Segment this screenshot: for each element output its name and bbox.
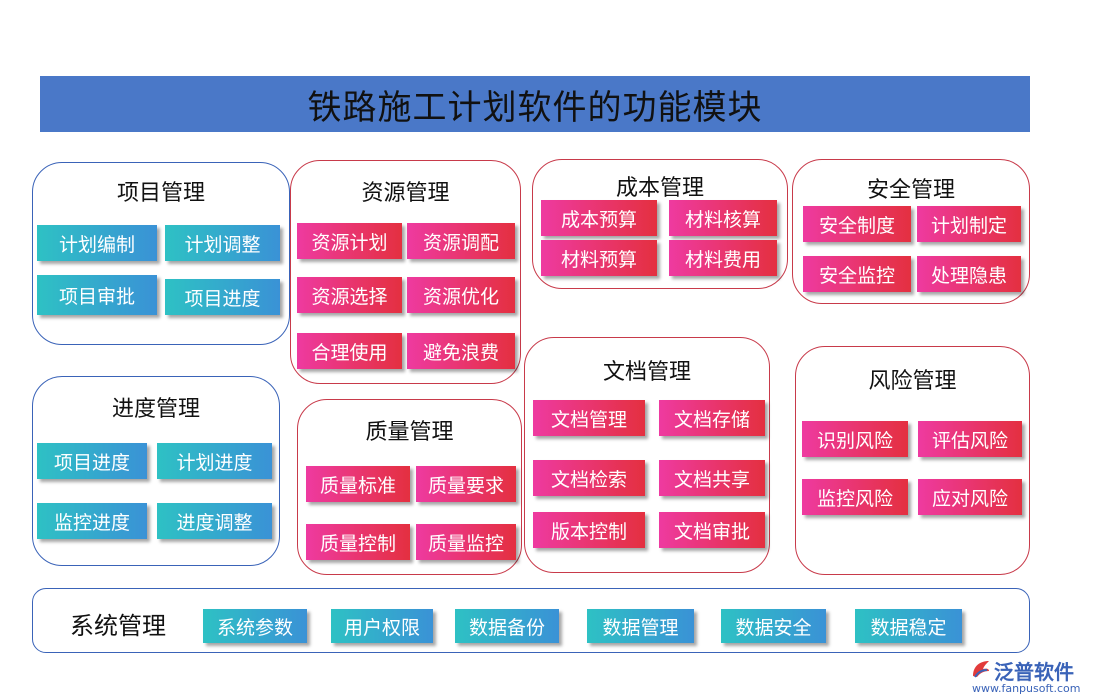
item-respond-risk[interactable]: 应对风险 (918, 479, 1022, 515)
item-identify-risk[interactable]: 识别风险 (802, 421, 908, 457)
item-plan-compile[interactable]: 计划编制 (37, 225, 157, 261)
item-schedule-monitor[interactable]: 监控进度 (37, 503, 147, 539)
item-document-manage[interactable]: 文档管理 (533, 400, 645, 436)
item-quality-standard[interactable]: 质量标准 (306, 466, 410, 502)
group-quality: 质量管理 质量标准 质量要求 质量控制 质量监控 (297, 399, 522, 575)
item-document-store[interactable]: 文档存储 (659, 400, 765, 436)
item-monitor-risk[interactable]: 监控风险 (802, 479, 908, 515)
group-schedule: 进度管理 项目进度 计划进度 监控进度 进度调整 (32, 376, 280, 566)
group-cost-title: 成本管理 (615, 176, 704, 201)
item-project-approve[interactable]: 项目审批 (37, 275, 157, 315)
brand-logo: 泛普软件 www.fanpusoft.com (970, 656, 1095, 696)
group-safety: 安全管理 安全制度 计划制定 安全监控 处理隐患 (792, 159, 1030, 304)
group-project-title: 项目管理 (116, 181, 205, 206)
item-material-accounting[interactable]: 材料核算 (669, 200, 777, 236)
logo-name: 泛普软件 (994, 660, 1074, 684)
item-data-stability[interactable]: 数据稳定 (855, 609, 962, 643)
item-safety-monitor[interactable]: 安全监控 (803, 256, 911, 292)
item-resource-allocate[interactable]: 资源调配 (407, 223, 515, 259)
item-project-progress[interactable]: 项目进度 (165, 279, 280, 315)
item-plan-adjust[interactable]: 计划调整 (165, 225, 280, 261)
item-material-expense[interactable]: 材料费用 (669, 240, 777, 276)
item-schedule-plan-progress[interactable]: 计划进度 (157, 443, 272, 479)
item-assess-risk[interactable]: 评估风险 (918, 421, 1022, 457)
item-document-search[interactable]: 文档检索 (533, 460, 645, 496)
item-system-params[interactable]: 系统参数 (203, 609, 307, 643)
item-material-budget[interactable]: 材料预算 (541, 240, 657, 276)
group-document: 文档管理 文档管理 文档存储 文档检索 文档共享 版本控制 文档审批 (524, 337, 770, 573)
main-title: 铁路施工计划软件的功能模块 (40, 76, 1030, 132)
item-data-manage[interactable]: 数据管理 (587, 609, 694, 643)
item-plan-formulate[interactable]: 计划制定 (917, 206, 1021, 242)
group-risk-title: 风险管理 (868, 369, 957, 394)
group-project: 项目管理 计划编制 计划调整 项目审批 项目进度 (32, 162, 290, 345)
item-quality-monitor[interactable]: 质量监控 (416, 524, 516, 560)
group-resource: 资源管理 资源计划 资源调配 资源选择 资源优化 合理使用 避免浪费 (290, 160, 521, 384)
item-avoid-waste[interactable]: 避免浪费 (407, 333, 515, 369)
group-risk: 风险管理 识别风险 评估风险 监控风险 应对风险 (795, 346, 1030, 575)
item-data-backup[interactable]: 数据备份 (455, 609, 559, 643)
group-quality-title: 质量管理 (365, 420, 454, 445)
item-schedule-project-progress[interactable]: 项目进度 (37, 443, 147, 479)
item-reasonable-use[interactable]: 合理使用 (297, 333, 402, 369)
item-data-security[interactable]: 数据安全 (721, 609, 826, 643)
group-schedule-title: 进度管理 (111, 397, 200, 422)
item-quality-control[interactable]: 质量控制 (306, 524, 410, 560)
item-handle-hazard[interactable]: 处理隐患 (917, 256, 1021, 292)
item-document-approve[interactable]: 文档审批 (659, 512, 765, 548)
group-safety-title: 安全管理 (866, 178, 955, 203)
logo-url: www.fanpusoft.com (972, 682, 1081, 695)
item-resource-optimize[interactable]: 资源优化 (407, 277, 515, 313)
group-cost: 成本管理 成本预算 材料核算 材料预算 材料费用 (532, 159, 788, 289)
logo-mark-icon (973, 661, 989, 678)
item-version-control[interactable]: 版本控制 (533, 512, 645, 548)
item-user-permission[interactable]: 用户权限 (331, 609, 433, 643)
group-document-title: 文档管理 (602, 360, 691, 385)
item-resource-select[interactable]: 资源选择 (297, 277, 402, 313)
group-system-title: 系统管理 (70, 612, 166, 640)
item-quality-requirement[interactable]: 质量要求 (416, 466, 516, 502)
item-document-share[interactable]: 文档共享 (659, 460, 765, 496)
item-resource-plan[interactable]: 资源计划 (297, 223, 402, 259)
item-schedule-adjust[interactable]: 进度调整 (157, 503, 272, 539)
item-safety-system[interactable]: 安全制度 (803, 206, 911, 242)
item-cost-budget[interactable]: 成本预算 (541, 200, 657, 236)
group-resource-title: 资源管理 (361, 181, 450, 206)
